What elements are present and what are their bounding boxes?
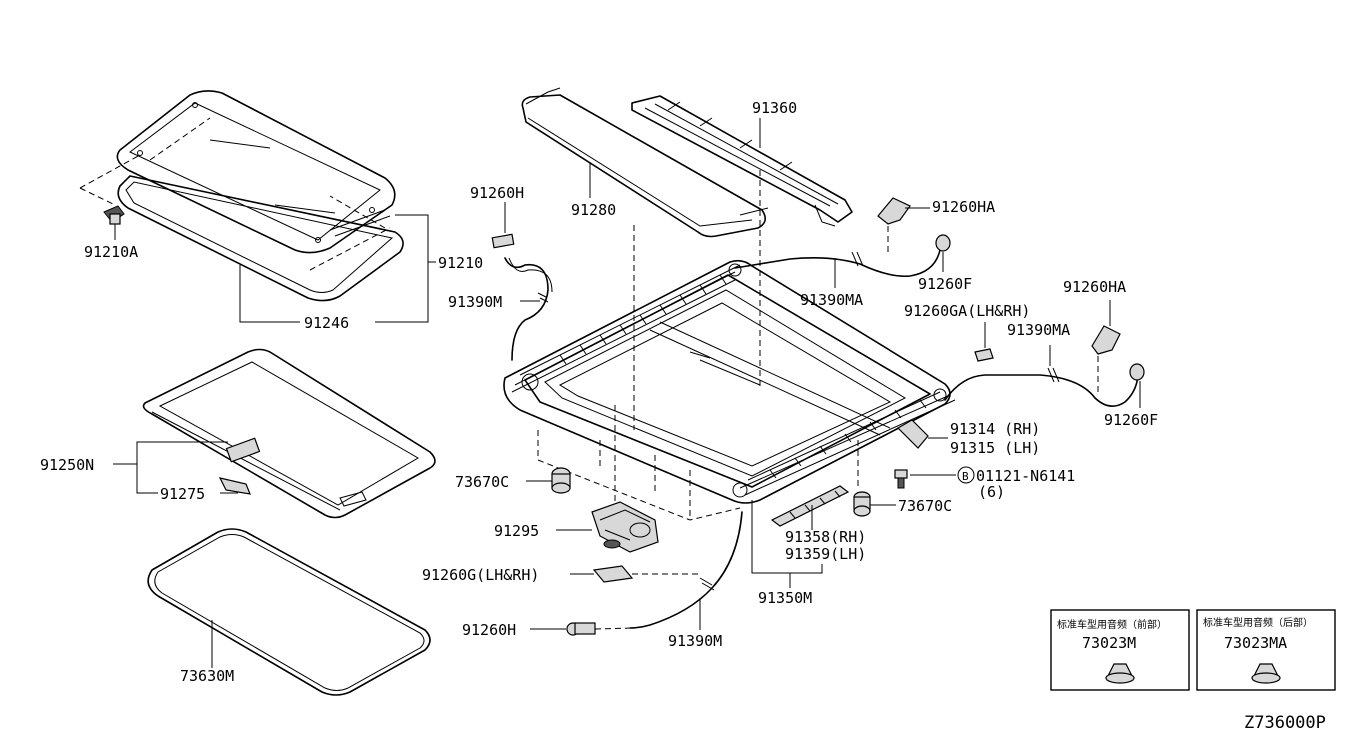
drain-hose-91390M-top [504, 257, 549, 361]
label-91260GA: 91260GA(LH&RH) [904, 302, 1030, 320]
sunshade-frame-part [142, 348, 436, 519]
label-91250N: 91250N [40, 456, 94, 474]
label-91260H-top: 91260H [470, 184, 524, 202]
grommet-73670C-left [551, 467, 571, 494]
wind-deflector-part [631, 95, 853, 227]
drain-hose-91390M-bottom [629, 511, 743, 629]
lead-91250N [113, 441, 228, 465]
diagram-code: Z736000P [1244, 713, 1326, 733]
label-91210A: 91210A [84, 243, 138, 261]
callout-front-title: 标准车型用音频（前部） [1057, 618, 1167, 631]
bolt-91260H-bottom [566, 622, 596, 636]
label-91260F-1: 91260F [918, 275, 972, 293]
callout-front-part: 73023M [1082, 634, 1136, 652]
label-01121: 01121-N6141 [976, 467, 1075, 485]
callout-box-rear: 标准车型用音频（后部） 73023MA [1196, 609, 1336, 691]
screw-91210A [103, 205, 125, 240]
lead-91246 [239, 265, 300, 323]
label-91260H-bottom: 91260H [462, 621, 516, 639]
label-91360: 91360 [752, 99, 797, 117]
label-01121-qty: (6) [978, 483, 1005, 501]
label-91315: 91315 (LH) [950, 439, 1040, 457]
label-91260HA-1: 91260HA [932, 198, 995, 216]
label-91260F-2: 91260F [1104, 411, 1158, 429]
trim-panel-part [147, 528, 431, 696]
callout-box-front: 标准车型用音频（前部） 73023M [1050, 609, 1190, 691]
label-91359: 91359(LH) [785, 545, 866, 563]
bolt-91260H-top [491, 202, 515, 249]
drain-hose-91390MA-front [734, 249, 941, 278]
label-91246: 91246 [304, 314, 349, 332]
callout-rear-title: 标准车型用音频（后部） [1203, 616, 1313, 629]
bracket-91210 [395, 214, 429, 323]
lead-91275-a [136, 464, 158, 494]
clip-91260HA-1 [877, 197, 911, 225]
label-91390M-top: 91390M [448, 293, 502, 311]
label-73630M: 73630M [180, 667, 234, 685]
rail-cover-91358 [770, 485, 850, 527]
glass-lid-part [116, 90, 396, 254]
label-91210: 91210 [438, 254, 483, 272]
lid-mount-guides [79, 117, 391, 271]
label-91390MA-front: 91390MA [800, 291, 863, 309]
label-91350M: 91350M [758, 589, 812, 607]
label-73670C-left: 73670C [455, 473, 509, 491]
label-91314: 91314 (RH) [950, 420, 1040, 438]
label-73670C-right: 73670C [898, 497, 952, 515]
pad-91260GA [974, 348, 994, 362]
label-91390M-bottom: 91390M [668, 632, 722, 650]
frame-guide-box [537, 430, 741, 521]
cap-91260F-2 [1129, 363, 1145, 381]
label-91275: 91275 [160, 485, 205, 503]
drain-hose-91390MA-rear [944, 371, 1139, 407]
callout-rear-part: 73023MA [1224, 634, 1287, 652]
bracket-91314 [897, 419, 929, 449]
grommet-73670C-right [853, 491, 871, 517]
clip-91275 [218, 477, 251, 495]
bolt-marker-circle [957, 466, 975, 484]
bracket-91350M [751, 500, 823, 574]
sunshade-panel-part [521, 87, 769, 238]
label-91260G: 91260G(LH&RH) [422, 566, 539, 584]
label-91358: 91358(RH) [785, 528, 866, 546]
label-91260HA-2: 91260HA [1063, 278, 1126, 296]
label-91280: 91280 [571, 201, 616, 219]
sunroof-frame-part [503, 259, 956, 504]
clip-91260HA-2 [1091, 325, 1121, 355]
pad-91260G [592, 565, 634, 583]
bolt-01121 [894, 469, 908, 489]
label-91295: 91295 [494, 522, 539, 540]
motor-91295 [591, 501, 659, 553]
bolt-marker-letter: B [962, 470, 969, 483]
label-91390MA-rear: 91390MA [1007, 321, 1070, 339]
lid-seal-part [117, 175, 404, 302]
cap-91260F-1 [935, 234, 951, 252]
